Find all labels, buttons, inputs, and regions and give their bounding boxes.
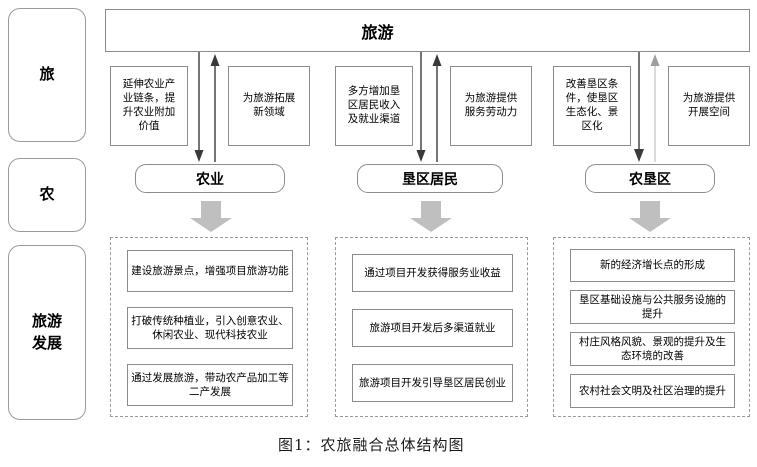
row-label-agriculture: 农 <box>8 158 86 232</box>
row-label-agriculture-text: 农 <box>39 185 55 204</box>
outcome-item: 通过发展旅游，带动农产品加工等二产发展 <box>127 364 293 406</box>
node-agriculture: 农业 <box>135 164 285 193</box>
arrow-pair-col2 <box>416 52 442 162</box>
outcome-group-residents: 通过项目开发获得服务业收益 旅游项目开发后多渠道就业 旅游项目开发引导垦区居民创… <box>335 237 528 417</box>
node-reclamation-area-label: 农垦区 <box>629 171 671 188</box>
edge-label-col1-up-text: 延伸农业产 业链条，提 升农业附加 价值 <box>122 78 176 132</box>
edge-label-col3-down: 为旅游提供 开展空间 <box>668 66 750 146</box>
row-label-tourism-text: 旅 <box>39 65 55 84</box>
row-label-tourism: 旅 <box>8 8 86 142</box>
outcome-text: 通过项目开发获得服务业收益 <box>364 266 501 279</box>
outcome-item: 打破传统种植业，引入创意农业、休闲农业、现代科技农业 <box>127 307 293 349</box>
outcome-item: 旅游项目开发后多渠道就业 <box>352 309 513 347</box>
edge-label-col1-down-text: 为旅游拓展 新领域 <box>242 92 296 118</box>
outcome-group-agriculture: 建设旅游景点，增强项目旅游功能 打破传统种植业，引入创意农业、休闲农业、现代科技… <box>110 237 308 417</box>
node-reclamation-residents-label: 垦区居民 <box>402 171 458 188</box>
outcome-item: 通过项目开发获得服务业收益 <box>352 254 513 292</box>
outcome-item: 农村社会文明及社区治理的提升 <box>570 374 735 408</box>
outcome-text: 垦区基础设施与公共服务设施的提升 <box>579 293 726 320</box>
edge-label-col3-up-text: 改善垦区条 件，使垦区 生态化、景 区化 <box>565 78 619 132</box>
top-node-tourism: 旅游 <box>105 9 750 52</box>
outcome-group-reclamation-area: 新的经济增长点的形成 垦区基础设施与公共服务设施的提升 村庄风格风貌、景观的提升… <box>553 237 750 417</box>
outcome-item: 垦区基础设施与公共服务设施的提升 <box>570 290 735 324</box>
node-reclamation-residents: 垦区居民 <box>357 164 503 193</box>
edge-label-col2-down: 为旅游提供 服务劳动力 <box>450 66 532 146</box>
row-label-tourism-development-text: 旅游 发展 <box>31 311 62 352</box>
outcome-text: 农村社会文明及社区治理的提升 <box>579 384 726 397</box>
outcome-text: 打破传统种植业，引入创意农业、休闲农业、现代科技农业 <box>131 314 289 341</box>
outcome-text: 村庄风格风貌、景观的提升及生态环境的改善 <box>579 335 726 362</box>
edge-label-col3-down-text: 为旅游提供 开展空间 <box>682 92 736 118</box>
node-agriculture-label: 农业 <box>196 171 224 188</box>
arrow-pair-col1 <box>194 52 220 162</box>
outcome-text: 建设旅游景点，增强项目旅游功能 <box>131 264 289 277</box>
outcome-text: 旅游项目开发后多渠道就业 <box>369 321 496 334</box>
row-label-tourism-development: 旅游 发展 <box>8 245 86 420</box>
edge-label-col2-down-text: 为旅游提供 服务劳动力 <box>464 92 518 118</box>
arrow-pair-col3 <box>634 52 660 162</box>
edge-label-col2-up: 多方增加垦 区居民收入 及就业渠道 <box>335 66 413 146</box>
edge-label-col2-up-text: 多方增加垦 区居民收入 及就业渠道 <box>347 85 401 125</box>
outcome-item: 旅游项目开发引导垦区居民创业 <box>352 364 513 402</box>
figure-caption: 图1：农旅融合总体结构图 <box>278 436 465 454</box>
outcome-item: 建设旅游景点，增强项目旅游功能 <box>127 250 293 292</box>
edge-label-col1-up: 延伸农业产 业链条，提 升农业附加 价值 <box>110 66 188 146</box>
outcome-text: 旅游项目开发引导垦区居民创业 <box>359 376 506 389</box>
outcome-item: 新的经济增长点的形成 <box>570 249 735 282</box>
node-reclamation-area: 农垦区 <box>585 164 715 193</box>
outcome-text: 通过发展旅游，带动农产品加工等二产发展 <box>131 371 289 398</box>
block-arrow-col3 <box>629 201 671 232</box>
outcome-item: 村庄风格风貌、景观的提升及生态环境的改善 <box>570 332 735 366</box>
block-arrow-col1 <box>190 201 232 232</box>
edge-label-col3-up: 改善垦区条 件，使垦区 生态化、景 区化 <box>553 66 631 146</box>
outcome-text: 新的经济增长点的形成 <box>600 259 705 272</box>
block-arrow-col2 <box>410 201 452 232</box>
top-node-tourism-label: 旅游 <box>361 22 394 42</box>
edge-label-col1-down: 为旅游拓展 新领域 <box>228 66 310 146</box>
